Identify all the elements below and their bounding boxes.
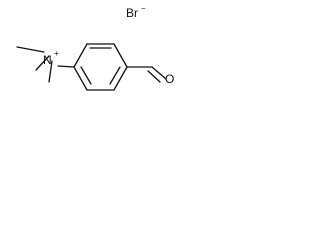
bromide-label: Br: [126, 6, 138, 20]
structure-canvas: Br − N + O: [0, 0, 194, 114]
chemical-structure-diagram: Br − N + O: [16, 4, 174, 91]
methyl-bond-1: [16, 46, 45, 53]
ring-double-bond-right: [109, 66, 121, 85]
nitrogen-label: N: [43, 53, 52, 67]
carbonyl-double-bond-outer: [151, 66, 167, 80]
nitrogen-charge: +: [54, 49, 59, 58]
ring-bond-6: [73, 66, 88, 91]
methyl-bond-3: [48, 60, 53, 83]
carbonyl-double-bond-inner: [147, 70, 161, 83]
nitrogen-to-ring-bond: [57, 65, 75, 68]
ring-bond-4: [113, 66, 128, 91]
carbonyl-oxygen-label: O: [165, 72, 174, 86]
methyl-bond-2: [35, 55, 50, 71]
ring-bond-3: [113, 43, 128, 68]
bromide-charge: −: [141, 4, 146, 13]
ring-double-bond-left: [80, 66, 92, 85]
ring-bond-1: [73, 43, 88, 68]
